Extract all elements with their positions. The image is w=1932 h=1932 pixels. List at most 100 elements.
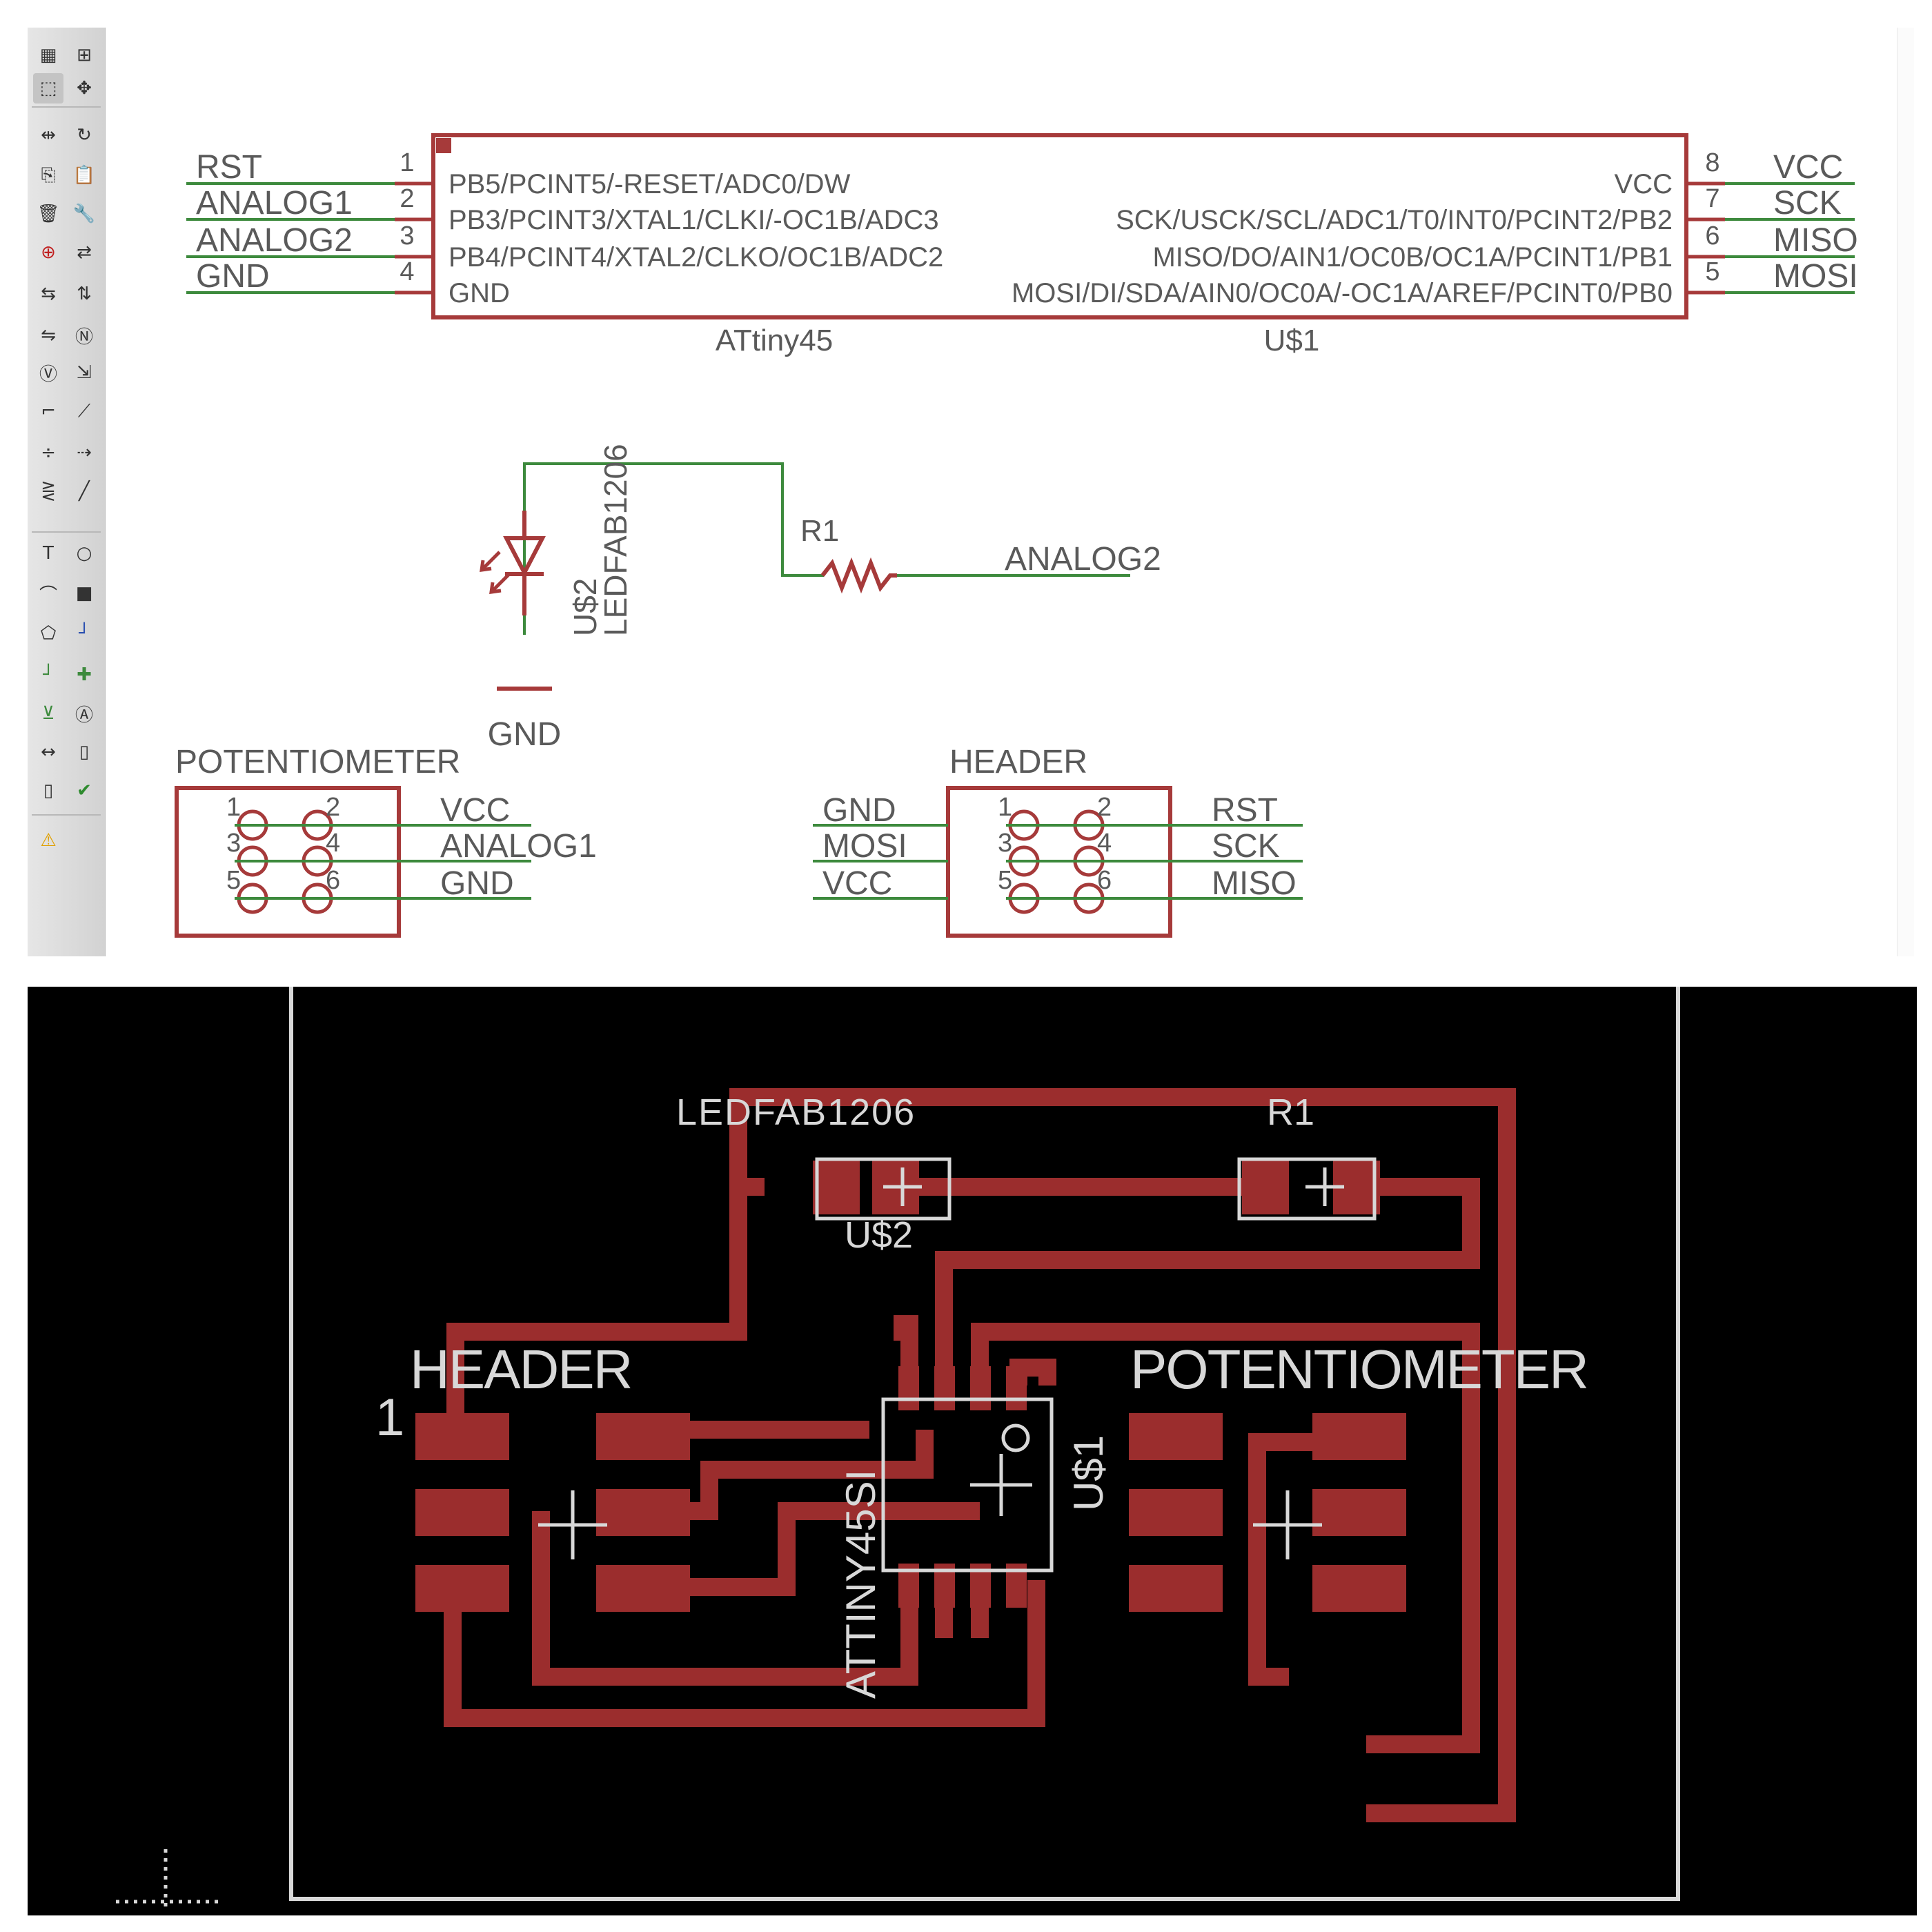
arc-icon[interactable]: ⌒ <box>39 584 57 606</box>
gateswap-icon[interactable]: ⇆ <box>41 284 56 304</box>
wire-icon[interactable]: ╱ <box>79 481 90 502</box>
led-circuit[interactable]: R1 ANALOG2 GND U$2 LEDFAB1206 <box>480 444 1161 753</box>
copy-icon[interactable]: ⎘ <box>41 164 56 186</box>
junction-icon[interactable]: ✚ <box>77 664 92 685</box>
delete-icon[interactable]: 🗑 <box>37 204 60 224</box>
frame2-icon[interactable]: ▯ <box>43 780 54 801</box>
net-label-right: MISO <box>1773 222 1858 259</box>
net-label-left: GND <box>196 258 270 295</box>
led-pad-left <box>813 1161 860 1214</box>
pot-pad-2 <box>1312 1413 1406 1460</box>
frame-icon[interactable]: ▯ <box>79 742 90 762</box>
move-icon[interactable]: ✥ <box>77 78 92 99</box>
r1-silk-outline <box>1237 1157 1377 1221</box>
header-pad-6 <box>596 1565 690 1612</box>
pin-number: 2 <box>1097 793 1112 822</box>
split-icon[interactable]: ⟋ <box>77 400 91 422</box>
polygon-icon[interactable]: ⬠ <box>40 623 57 644</box>
erc-icon[interactable]: ✔ <box>77 780 92 801</box>
header-pad-3 <box>415 1489 509 1536</box>
chip-value: ATtiny45 <box>716 324 833 357</box>
chip-body <box>431 133 1688 319</box>
net-label-right: GND <box>440 865 514 902</box>
layer-settings-icon[interactable]: ▦ <box>39 45 57 66</box>
pinswap-icon[interactable]: ⇅ <box>77 284 92 304</box>
miter-icon[interactable]: ⌐ <box>41 401 56 422</box>
led-value: LEDFAB1206 <box>598 444 633 636</box>
value-icon[interactable]: Ⓥ <box>39 364 57 385</box>
trace-header-sck <box>672 1430 934 1520</box>
change-icon[interactable]: 🔧 <box>72 204 96 224</box>
rect-icon[interactable]: ■ <box>75 583 93 604</box>
header-origin-cross-icon <box>538 1490 607 1559</box>
add-part-icon[interactable]: ⊕ <box>41 242 56 263</box>
vertical-scrollbar[interactable] <box>1897 28 1914 956</box>
pin-number: 5 <box>226 866 241 895</box>
header-pad-2 <box>596 1413 690 1460</box>
board-led-value: LEDFAB1206 <box>676 1092 916 1133</box>
text-icon[interactable]: T <box>43 543 54 564</box>
net-label-left: GND <box>822 792 896 829</box>
route-icon[interactable]: ⇢ <box>77 442 92 463</box>
toolbar-separator <box>32 814 101 816</box>
led-origin-cross-icon <box>883 1167 922 1206</box>
chip-pad-7 <box>934 1366 955 1410</box>
pin-function: MOSI/DI/SDA/AIN0/OC0A/-OC1A/AREF/PCINT0/… <box>1012 278 1673 308</box>
led-name: U$2 <box>567 578 603 636</box>
pin-number: 1 <box>226 793 241 822</box>
rotate-icon[interactable]: ↻ <box>77 125 92 146</box>
header-pad-1 <box>415 1413 509 1460</box>
select-icon[interactable]: ⬚ <box>33 73 63 103</box>
board-header-label: HEADER <box>410 1339 631 1400</box>
optimize-icon[interactable]: ÷ <box>41 442 56 463</box>
mirror-icon[interactable]: ⇹ <box>41 125 56 146</box>
gnd-label: GND <box>488 716 562 753</box>
chip-pad-8 <box>898 1366 919 1410</box>
pin-function: SCK/USCK/SCL/ADC1/T0/INT0/PCINT2/PB2 <box>1116 205 1673 235</box>
circle-icon[interactable]: ○ <box>76 543 92 564</box>
pin-number: 1 <box>400 148 414 177</box>
bus-icon[interactable]: ┘ <box>79 623 90 644</box>
command-toolbar: ▦ ⊞ ⬚ ✥ ⇹ ↻ ⎘ 📋 🗑 🔧 ⊕ ⇄ ⇆ ⇅ ⇋ Ⓝ Ⓥ ⇲ ⌐ ⟋ ÷ ⇢ ⋛ ╱ T ○ ⌒ ■ ⬠ ┘ ┘ ✚ ⊻ Ⓐ ↔ ▯ ▯ ✔ ⚠ <box>28 28 106 956</box>
board-r1-name: R1 <box>1267 1092 1314 1133</box>
ripup-icon[interactable]: ⋛ <box>41 481 56 502</box>
resistor-net-label: ANALOG2 <box>1005 541 1161 578</box>
grid-icon[interactable]: ⊞ <box>77 45 92 66</box>
board-chip-name: U$1 <box>1065 1435 1112 1511</box>
invoke-icon[interactable]: ⇋ <box>41 325 56 346</box>
smash-icon[interactable]: ⇲ <box>77 362 92 383</box>
net-icon[interactable]: ┘ <box>43 664 54 685</box>
paste-icon[interactable]: 📋 <box>72 165 96 186</box>
label-icon[interactable]: ⊻ <box>41 703 55 724</box>
board-canvas[interactable]: LEDFAB1206 U$2 R1 HEADER 1 POTENTIOMETER… <box>28 987 1917 1915</box>
attribute-icon[interactable]: Ⓐ <box>75 704 93 726</box>
led-silk-outline <box>815 1157 952 1221</box>
net-label-left: RST <box>196 149 262 186</box>
dimension-icon[interactable]: ↔ <box>41 742 56 762</box>
r1-pad-left <box>1242 1161 1289 1214</box>
trace-outer-loop <box>729 1088 1516 1822</box>
resistor-symbol <box>820 557 897 594</box>
pin-function: PB5/PCINT5/-RESET/ADC0/DW <box>448 169 851 199</box>
chip-pad-6 <box>970 1366 991 1410</box>
potentiometer-title: POTENTIOMETER <box>175 744 460 780</box>
name-icon[interactable]: Ⓝ <box>75 326 93 348</box>
toolbar-separator <box>32 106 101 108</box>
errors-icon[interactable]: ⚠ <box>40 830 57 851</box>
net-label-right: VCC <box>440 792 510 829</box>
header-pad-5 <box>415 1565 509 1612</box>
pot-pad-6 <box>1312 1565 1406 1612</box>
replace-icon[interactable]: ⇄ <box>77 242 92 263</box>
board-header-pin1: 1 <box>375 1388 404 1447</box>
pin-function: PB4/PCINT4/XTAL2/CLKO/OC1B/ADC2 <box>448 242 943 273</box>
pin-number: 4 <box>400 257 414 286</box>
led-light-arrows-icon <box>480 551 511 594</box>
pot-pad-1 <box>1129 1413 1223 1460</box>
